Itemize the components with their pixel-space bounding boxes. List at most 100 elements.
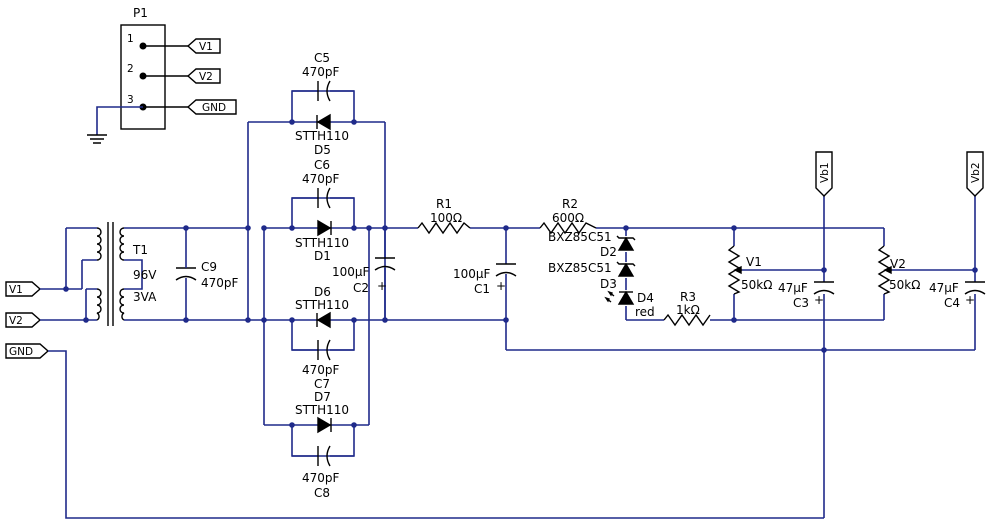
d2-ref: D2 xyxy=(600,245,617,259)
net-flag-v1-left: V1 xyxy=(5,281,42,297)
potentiometer-v2: V2 50kΩ xyxy=(877,245,920,295)
ground-symbol xyxy=(87,106,143,144)
d1-part: STTH110 xyxy=(295,236,349,250)
c8-ref: C8 xyxy=(314,486,330,500)
net-flag-gnd-left: GND xyxy=(5,343,50,359)
t1-voltage: 96V xyxy=(133,268,157,282)
junction-dot xyxy=(351,317,357,323)
junction-dot xyxy=(351,225,357,231)
d6-ref: D6 xyxy=(314,285,331,299)
c9-ref: C9 xyxy=(201,260,217,274)
c7-ref: C7 xyxy=(314,377,330,391)
net-flag-p1-v1: V1 xyxy=(186,38,221,54)
connector-ref: P1 xyxy=(133,6,148,20)
junction-dots xyxy=(63,119,978,428)
capacitor-c3: 47µF C3 + xyxy=(778,281,835,310)
diode-d6: D6 STTH110 xyxy=(295,285,349,329)
junction-dot xyxy=(972,267,978,273)
junction-dot xyxy=(351,422,357,428)
zener-d2: BXZ85C51 D2 xyxy=(548,230,636,259)
resistor-r1: R1 100Ω xyxy=(417,197,471,235)
c7-value: 470pF xyxy=(302,363,340,377)
d7-part: STTH110 xyxy=(295,403,349,417)
c3-value: 47µF xyxy=(778,281,808,295)
junction-dot xyxy=(289,317,295,323)
d4-part: red xyxy=(635,305,655,319)
c3-plus: + xyxy=(814,293,824,307)
junction-dot xyxy=(366,225,372,231)
potentiometer-v1: V1 50kΩ xyxy=(727,245,772,295)
d3-part: BXZ85C51 xyxy=(548,261,612,275)
c3-ref: C3 xyxy=(793,296,809,310)
connector-p1: P1 1 2 3 xyxy=(120,6,188,130)
c2-plus: + xyxy=(377,279,387,293)
d1-ref: D1 xyxy=(314,249,331,263)
c2-value: 100µF xyxy=(332,265,370,279)
c1-plus: + xyxy=(496,279,506,293)
d5-ref: D5 xyxy=(314,143,331,157)
svg-text:GND: GND xyxy=(202,102,226,114)
diode-d5: STTH110 D5 xyxy=(295,113,349,157)
junction-dot xyxy=(382,225,388,231)
junction-dot xyxy=(731,317,737,323)
c4-ref: C4 xyxy=(944,296,960,310)
capacitor-c2: 100µF C2 + xyxy=(332,257,396,295)
d2-part: BXZ85C51 xyxy=(548,230,612,244)
c5-ref: C5 xyxy=(314,51,330,65)
junction-dot xyxy=(289,225,295,231)
svg-text:V1: V1 xyxy=(9,284,23,296)
capacitor-c8: 470pF C8 xyxy=(292,445,354,500)
c6-value: 470pF xyxy=(302,172,340,186)
pin-1-number: 1 xyxy=(127,33,134,45)
junction-dot xyxy=(63,286,69,292)
v2-value: 50kΩ xyxy=(889,278,920,292)
c4-value: 47µF xyxy=(929,281,959,295)
net-flag-vb2: Vb2 xyxy=(966,151,984,197)
d4-ref: D4 xyxy=(637,291,654,305)
junction-dot xyxy=(245,317,251,323)
junction-dot xyxy=(503,317,509,323)
d6-part: STTH110 xyxy=(295,298,349,312)
junction-dot xyxy=(245,225,251,231)
v2-ref: V2 xyxy=(890,257,906,271)
capacitor-c7: 470pF C7 xyxy=(292,339,354,391)
r1-value: 100Ω xyxy=(430,211,462,225)
t1-ref: T1 xyxy=(132,243,148,257)
junction-dot xyxy=(183,225,189,231)
capacitor-c5: C5 470pF xyxy=(292,51,354,102)
junction-dot xyxy=(289,119,295,125)
r2-value: 600Ω xyxy=(552,211,584,225)
svg-text:V2: V2 xyxy=(9,315,23,327)
capacitor-c4: 47µF C4 + xyxy=(929,281,986,310)
net-flag-p1-gnd: GND xyxy=(186,99,237,115)
diode-d1: STTH110 D1 xyxy=(295,219,349,263)
d7-ref: D7 xyxy=(314,390,331,404)
junction-dot xyxy=(821,347,827,353)
net-flag-p1-v2: V2 xyxy=(186,68,221,84)
junction-dot xyxy=(623,225,629,231)
capacitor-c1: 100µF C1 + xyxy=(453,263,517,296)
svg-text:Vb2: Vb2 xyxy=(970,162,982,183)
svg-text:V2: V2 xyxy=(199,71,213,83)
c4-plus: + xyxy=(965,293,975,307)
junction-dot xyxy=(183,317,189,323)
capacitor-c9: C9 470pF xyxy=(175,260,239,290)
c1-ref: C1 xyxy=(474,282,490,296)
resistor-r3: R3 1kΩ xyxy=(663,290,711,327)
c2-ref: C2 xyxy=(353,281,369,295)
d3-ref: D3 xyxy=(600,277,617,291)
r3-value: 1kΩ xyxy=(676,303,700,317)
c9-value: 470pF xyxy=(201,276,239,290)
v1-ref: V1 xyxy=(746,255,762,269)
junction-dot xyxy=(821,267,827,273)
t1-power: 3VA xyxy=(133,290,157,304)
pin-2-number: 2 xyxy=(127,63,134,75)
svg-text:V1: V1 xyxy=(199,41,213,53)
junction-dot xyxy=(83,317,89,323)
wires xyxy=(40,90,976,519)
net-flag-vb1: Vb1 xyxy=(815,151,833,197)
junction-dot xyxy=(351,119,357,125)
d5-part: STTH110 xyxy=(295,129,349,143)
svg-text:GND: GND xyxy=(9,346,33,358)
r3-ref: R3 xyxy=(680,290,696,304)
